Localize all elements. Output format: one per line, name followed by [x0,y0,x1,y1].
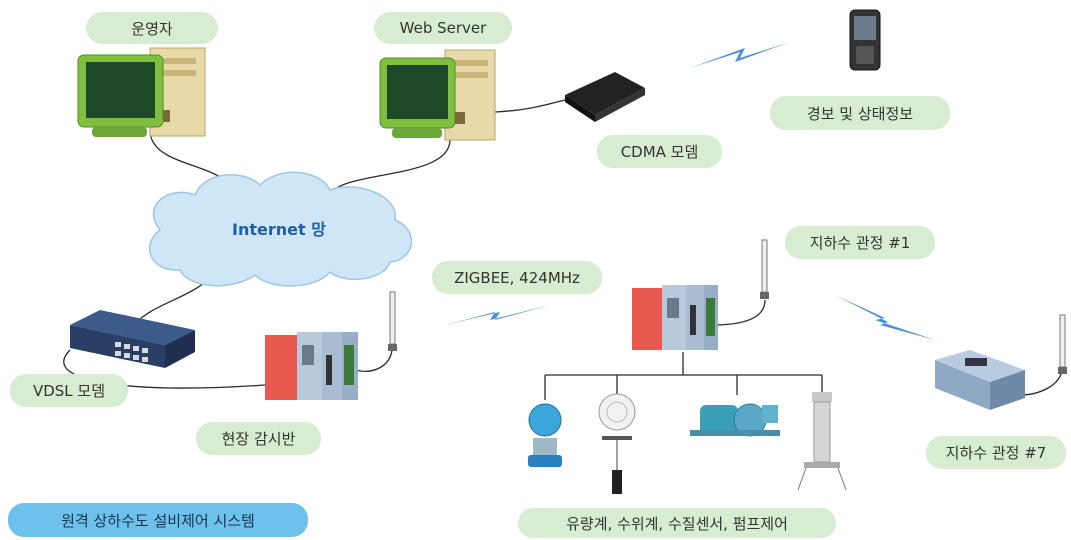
antenna-icon [388,291,397,351]
computer-icon [77,47,206,137]
switch-icon [70,310,195,368]
wireless-bolt-icon [445,42,935,340]
label-cdma-modem: CDMA 모뎀 [597,135,722,168]
modem-icon [565,72,645,122]
system-title: 원격 상하수도 설비제어 시스템 [8,503,308,537]
label-field-panel: 현장 감시반 [196,422,321,455]
label-vdsl-modem: VDSL 모뎀 [10,374,128,407]
plc-icon [265,332,358,400]
water-quality-sensor-icon [797,392,847,491]
line-plc-antenna [711,299,766,326]
antenna-icon [760,239,769,299]
line-panel-antenna [354,349,393,372]
label-well-1: 지하수 관정 #1 [785,226,935,259]
plc-icon [632,285,718,350]
line-rtu-antenna [1019,369,1063,396]
label-sensors: 유량계, 수위계, 수질센서, 펌프제어 [518,508,836,538]
label-operator: 운영자 [86,12,218,44]
label-web-server: Web Server [374,12,512,44]
label-well-7: 지하수 관정 #7 [926,436,1066,469]
rtu-icon [935,350,1025,410]
level-gauge-icon [598,393,636,494]
flowmeter-icon [528,403,562,467]
phone-icon [849,9,881,71]
pump-icon [690,403,780,437]
antenna-icon [1058,314,1067,374]
label-internet: Internet 망 [232,220,326,239]
cloud-icon [149,171,412,287]
line-server-cdma [494,99,566,113]
label-alert-status: 경보 및 상태정보 [770,96,950,130]
label-zigbee: ZIGBEE, 424MHz [432,261,602,294]
server-icon [379,49,496,141]
